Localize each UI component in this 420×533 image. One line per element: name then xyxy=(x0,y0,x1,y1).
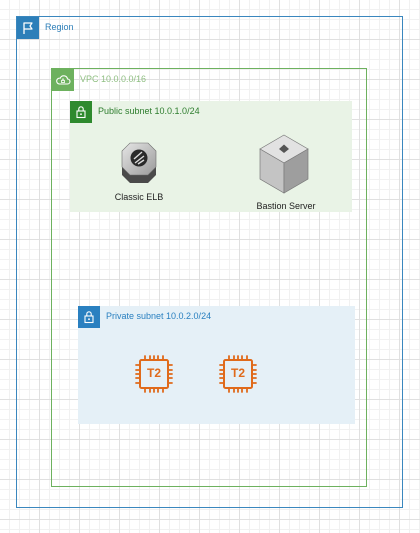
lock-icon xyxy=(70,101,92,123)
ec2-t2-instance[interactable]: T2 xyxy=(218,354,258,394)
flag-icon xyxy=(17,17,39,39)
ec2-t2-instance[interactable]: T2 xyxy=(134,354,174,394)
cloud-icon xyxy=(52,69,74,91)
ec2-t2-label: T2 xyxy=(230,366,245,380)
classic-elb-node[interactable]: Classic ELB xyxy=(112,139,166,202)
lock-icon xyxy=(78,306,100,328)
private-subnet-label: Private subnet 10.0.2.0/24 xyxy=(106,311,212,321)
ec2-instance-icon xyxy=(135,355,173,393)
ec2-t2-label: T2 xyxy=(146,366,161,380)
public-subnet-label: Public subnet 10.0.1.0/24 xyxy=(98,106,200,116)
server-icon xyxy=(259,134,309,194)
vpc-container[interactable]: VPC 10.0.0.0/16 xyxy=(51,68,367,487)
public-subnet-container[interactable]: Public subnet 10.0.1.0/24 Classic ELB Ba… xyxy=(70,101,352,212)
vpc-label: VPC 10.0.0.0/16 xyxy=(80,74,147,84)
classic-elb-icon xyxy=(121,142,157,183)
classic-elb-label: Classic ELB xyxy=(114,192,164,202)
private-subnet-container[interactable]: Private subnet 10.0.2.0/24 T2 T2 xyxy=(78,306,355,424)
bastion-server-node[interactable]: Bastion Server xyxy=(246,129,326,211)
region-label: Region xyxy=(45,22,74,32)
ec2-instance-icon xyxy=(219,355,257,393)
region-container[interactable]: Region xyxy=(16,16,403,508)
bastion-server-label: Bastion Server xyxy=(256,201,316,211)
